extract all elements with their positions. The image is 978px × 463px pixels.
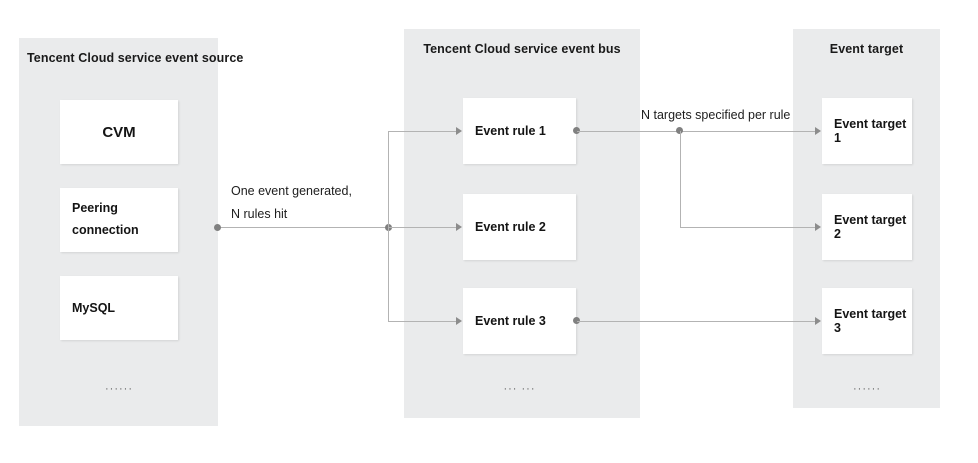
- connector-rule-3-out-dot: [573, 317, 580, 324]
- ellipsis-event-bus: ··· ···: [503, 383, 536, 395]
- node-event-target-1[interactable]: Event target 1: [822, 98, 912, 164]
- arrow-to-event-rule-3: [456, 317, 462, 325]
- connector-rule-1-out-dot: [573, 127, 580, 134]
- arrow-to-event-rule-1: [456, 127, 462, 135]
- connector-to-event-rule-3: [388, 321, 457, 322]
- ellipsis-event-target: ······: [853, 383, 881, 395]
- node-event-target-2-label: Event target 2: [834, 213, 907, 241]
- node-event-rule-1[interactable]: Event rule 1: [463, 98, 576, 164]
- node-event-target-1-label: Event target 1: [834, 117, 907, 145]
- connector-target-fanout-dot: [676, 127, 683, 134]
- arrow-to-event-target-1: [815, 127, 821, 135]
- node-source-cvm[interactable]: CVM: [60, 100, 178, 164]
- connector-source-to-bus-trunk: [218, 227, 389, 228]
- connector-rule-3-to-target-3: [577, 321, 816, 322]
- arrow-to-event-target-2: [815, 223, 821, 231]
- panel-event-source-title: Tencent Cloud service event source: [27, 51, 244, 65]
- connector-source-origin-dot: [214, 224, 221, 231]
- edge-label-bus-to-target: N targets specified per rule: [641, 108, 791, 122]
- connector-to-event-rule-2: [388, 227, 457, 228]
- connector-to-event-rule-1: [388, 131, 457, 132]
- arrow-to-event-rule-2: [456, 223, 462, 231]
- node-event-rule-2-label: Event rule 2: [475, 220, 546, 234]
- panel-event-bus-title: Tencent Cloud service event bus: [423, 42, 621, 56]
- node-event-rule-2[interactable]: Event rule 2: [463, 194, 576, 260]
- connector-target-fanout-spine: [680, 131, 681, 227]
- node-source-cvm-label: CVM: [102, 123, 136, 141]
- node-event-target-2[interactable]: Event target 2: [822, 194, 912, 260]
- edge-label-source-to-bus-line1: One event generated,: [231, 184, 352, 198]
- panel-event-target-title: Event target: [829, 42, 904, 56]
- node-source-peering-connection[interactable]: Peering connection: [60, 188, 178, 252]
- node-source-mysql[interactable]: MySQL: [60, 276, 178, 340]
- node-event-rule-3-label: Event rule 3: [475, 314, 546, 328]
- node-source-peering-connection-label: Peering connection: [72, 198, 139, 242]
- node-source-peering-connection-label-line1: Peering: [72, 201, 118, 216]
- node-source-mysql-label: MySQL: [72, 301, 116, 315]
- node-event-target-3[interactable]: Event target 3: [822, 288, 912, 354]
- edge-label-source-to-bus: One event generated, N rules hit: [231, 180, 352, 226]
- connector-bus-fanout-spine: [388, 131, 389, 321]
- node-event-rule-1-label: Event rule 1: [475, 124, 546, 138]
- connector-branch-to-target-2: [680, 227, 816, 228]
- edge-label-source-to-bus-line2: N rules hit: [231, 207, 288, 222]
- connector-rule-1-to-target-1: [577, 131, 816, 132]
- node-source-peering-connection-label-line2: connection: [72, 223, 139, 237]
- arrow-to-event-target-3: [815, 317, 821, 325]
- node-event-rule-3[interactable]: Event rule 3: [463, 288, 576, 354]
- ellipsis-source: ······: [105, 383, 133, 395]
- node-event-target-3-label: Event target 3: [834, 307, 907, 335]
